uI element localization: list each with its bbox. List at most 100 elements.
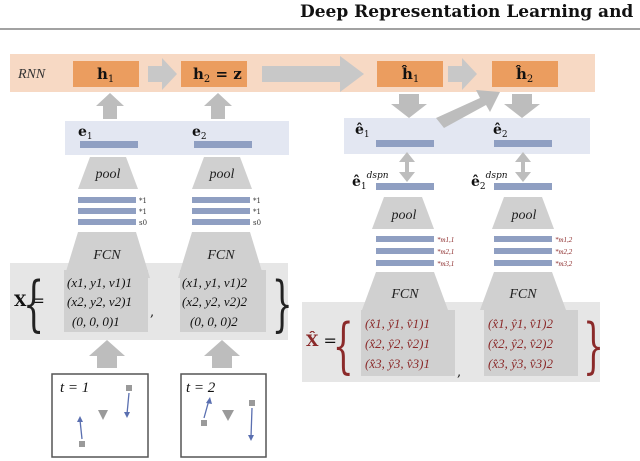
edspn1-label: ê1dspn (352, 171, 389, 192)
frame-t2-label: t = 2 (186, 380, 216, 396)
hhat1-box (377, 61, 443, 87)
decoder-pool-2-label: pool (511, 208, 537, 223)
frame-t2-velocity-1 (250, 407, 253, 438)
frame-t2 (180, 373, 267, 458)
frame-t2-arrowhead-1 (248, 435, 254, 441)
page-header-title: Deep Representation Learning and (300, 2, 633, 22)
frame-t1-arrowhead-1 (124, 412, 130, 418)
frame-t1-object-square (126, 385, 132, 391)
frame-t1-velocity-1 (126, 392, 130, 415)
frame-t1-object-triangle (98, 410, 108, 420)
e2-label: e2 (192, 124, 207, 142)
encoder-fcn-1-label: FCN (92, 248, 121, 263)
input-col1-row3: (0, 0, 0)1 (72, 314, 120, 329)
input-col2-row3: (0, 0, 0)2 (190, 314, 238, 329)
decoder-stack-2-bar-2 (494, 248, 552, 254)
arrow-hhat2-to-ehat2 (504, 94, 540, 118)
input-column-2 (180, 270, 266, 332)
decoder-embedding-band (344, 118, 590, 154)
ehat1-bar (376, 140, 434, 147)
rnn-arrow-h1-h2 (148, 58, 177, 90)
input-set-label: X = (14, 291, 45, 310)
e1-bar (80, 141, 138, 148)
frame-t1-velocity-2 (79, 419, 83, 440)
decoder-stack-1-bar-2 (376, 248, 434, 254)
encoder-stack-2-bar-1 (192, 197, 250, 203)
input-col1-row2: (x2, y2, v2)1 (67, 294, 132, 309)
output-col2-row2: (x̂2, ŷ2, v̂2)2 (488, 336, 553, 351)
decoder-stack-2-bar-1 (494, 236, 552, 242)
output-col2-row1: (x̂1, ŷ1, v̂1)2 (488, 316, 553, 331)
input-open-brace: { (23, 269, 44, 338)
output-open-brace: { (333, 311, 354, 380)
h1-text: h1 (97, 65, 114, 85)
edspn1-bar (376, 183, 434, 190)
frame-t2-arrowhead-2 (206, 397, 212, 404)
encoder-stack-1-bar-1 (78, 197, 136, 203)
input-column-1 (64, 270, 148, 332)
input-separator: , (150, 305, 154, 320)
decoder-fcn-2-label: FCN (508, 287, 537, 302)
h1-box (73, 61, 139, 87)
double-arrow-ehat1-dspn (399, 152, 415, 182)
arrow-hhat1-to-ehat1 (391, 94, 427, 118)
encoder-stack-1-bar-2 (78, 208, 136, 214)
input-close-brace: } (272, 269, 293, 338)
decoder-pool-1 (372, 197, 434, 229)
encoder-embedding-band (65, 121, 289, 155)
output-col1-row1: (x̂1, ŷ1, v̂1)1 (365, 316, 430, 331)
decoder-stack-1-bar-3 (376, 260, 434, 266)
decoder-pool-2 (492, 197, 554, 229)
decoder-stack-2-mult-3: *m3,2 (555, 260, 573, 268)
e1-label: e1 (78, 124, 93, 142)
encoder-stack-2-bar-3 (192, 219, 250, 225)
arrow-frame2-to-set (204, 340, 240, 368)
encoder-stack-1-mult-1: *1 (139, 197, 147, 205)
hhat2-box (492, 61, 558, 87)
encoder-pool-1-label: pool (95, 167, 121, 182)
decoder-stack-2-mult-1: *m1,2 (555, 236, 573, 244)
frame-t2-object-triangle (222, 410, 234, 421)
ehat2-label: ê2 (493, 122, 508, 140)
output-set-label: X̂ = (306, 331, 337, 350)
rnn-arrow-h2-hhat1 (262, 56, 364, 92)
decoder-stack-1-bar-1 (376, 236, 434, 242)
output-col2-row3: (x̂3, ŷ3, v̂3)2 (488, 356, 553, 371)
hhat2-text: ĥ2 (515, 65, 533, 85)
arrow-e2-to-h2 (204, 93, 232, 119)
e2-bar (194, 141, 252, 148)
decoder-fcn-1 (362, 272, 448, 310)
double-arrow-ehat2-dspn (515, 152, 531, 182)
encoder-pool-2-label: pool (209, 167, 235, 182)
output-close-brace: } (583, 311, 604, 380)
output-column-2 (484, 310, 578, 376)
decoder-fcn-1-label: FCN (390, 287, 419, 302)
input-col1-row1: (x1, y1, v1)1 (67, 275, 132, 290)
encoder-stack-1-mult-2: *1 (139, 208, 147, 216)
edspn2-bar (494, 183, 552, 190)
ehat1-label: ê1 (355, 122, 370, 140)
encoder-fcn-2 (178, 232, 264, 278)
ehat2-bar (494, 140, 552, 147)
rnn-arrow-hhat1-hhat2 (448, 58, 477, 90)
decoder-stack-2-bar-3 (494, 260, 552, 266)
h2-text: h2 = z (193, 65, 242, 85)
decoder-pool-1-label: pool (391, 208, 417, 223)
encoder-fcn-1 (64, 232, 150, 278)
decoder-stack-1-mult-3: *m3,1 (437, 260, 454, 268)
decoder-stack-1-mult-2: *m2,1 (437, 248, 454, 256)
input-col2-row1: (x1, y1, v1)2 (182, 275, 247, 290)
arrow-e1-to-h1 (96, 93, 124, 119)
encoder-fcn-2-label: FCN (206, 248, 235, 263)
arrow-ehat1-to-hhat2 (436, 90, 500, 128)
arrow-frame1-to-set (89, 340, 125, 368)
encoder-pool-2 (192, 157, 252, 189)
decoder-stack-1-mult-1: *m1,1 (437, 236, 454, 244)
decoder-stack-2-mult-2: *m2,2 (555, 248, 573, 256)
encoder-stack-2-mult-3: s0 (253, 219, 261, 227)
frame-t2-object-square-2 (201, 420, 207, 426)
output-col1-row2: (x̂2, ŷ2, v̂2)1 (365, 336, 430, 351)
frame-t1-object-square-2 (79, 441, 85, 447)
